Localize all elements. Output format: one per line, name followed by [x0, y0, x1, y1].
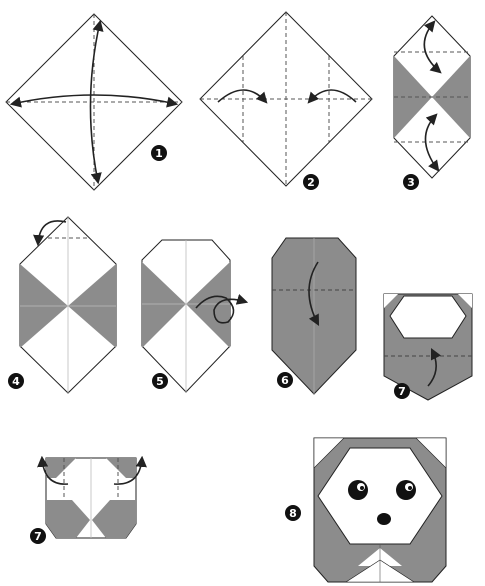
step-number: 5 [156, 375, 164, 388]
panda-nose [377, 513, 391, 525]
panda-left-eye [348, 480, 368, 500]
step-number: 2 [307, 176, 315, 189]
step-8: 8 [285, 438, 446, 582]
step-number: 6 [281, 374, 289, 387]
panda-left-eye-pupil [360, 486, 364, 490]
step-number: 3 [407, 176, 415, 189]
step-3: 3 [394, 16, 470, 190]
step-number: 1 [155, 147, 163, 160]
step-6: 6 [272, 238, 356, 394]
step-number: 7 [398, 385, 406, 398]
panda-right-eye-pupil [408, 486, 412, 490]
panda-right-eye [396, 480, 416, 500]
step-4: 4 [8, 217, 116, 393]
step-2: 2 [200, 12, 372, 190]
step-7b: 7 [30, 458, 142, 544]
step-number: 8 [289, 507, 297, 520]
step-1: 1 [6, 14, 182, 190]
step-number: 7 [34, 530, 42, 543]
step-5: 5 [142, 240, 246, 392]
step-number: 4 [12, 375, 20, 388]
step-7a: 7 [384, 294, 472, 400]
face-white-hexagon [390, 296, 466, 338]
